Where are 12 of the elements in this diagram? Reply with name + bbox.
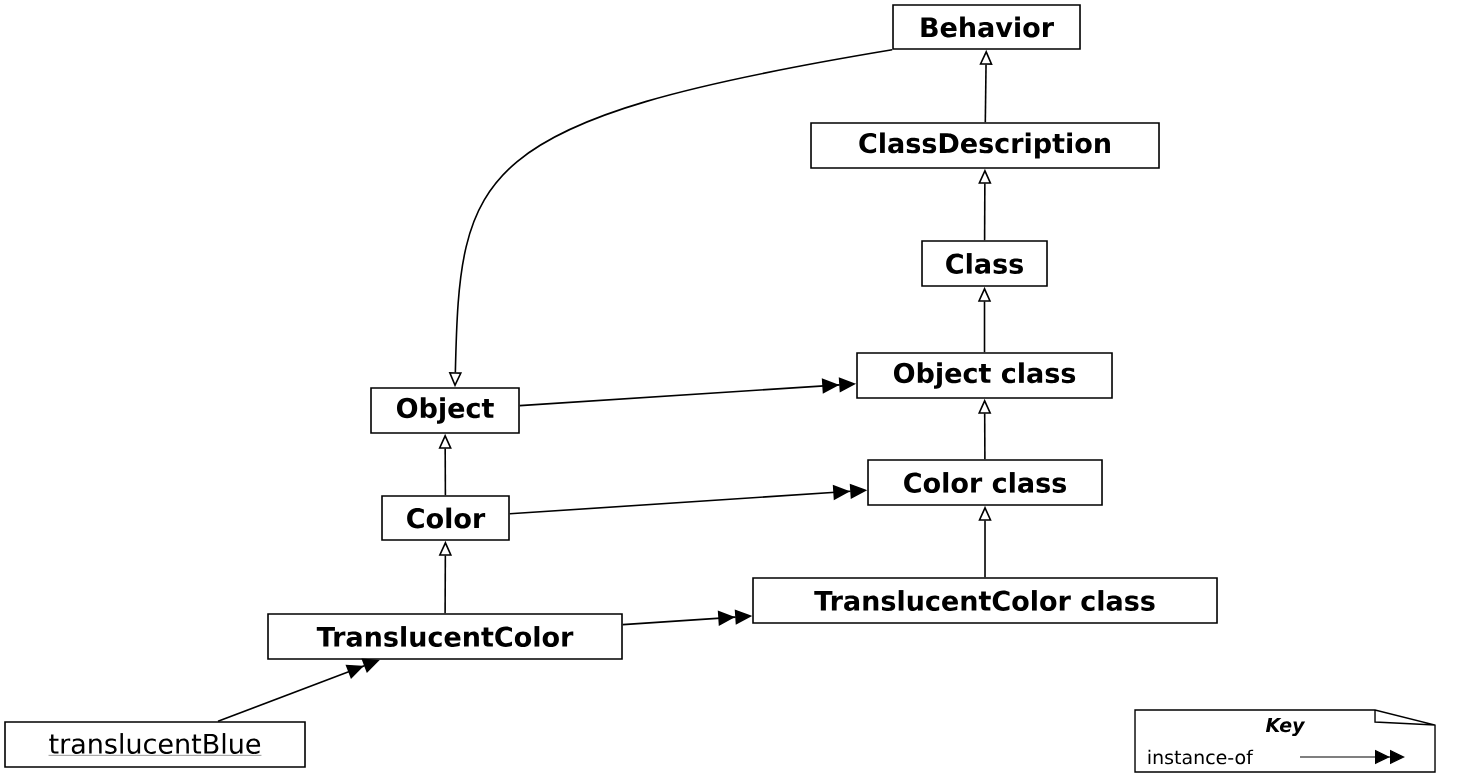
class-box: Behavior xyxy=(892,4,1081,50)
key-title: Key xyxy=(1265,718,1306,736)
class-box: TranslucentColor class xyxy=(752,577,1218,624)
legend-text: instance-of xyxy=(1148,749,1254,765)
class-box: Object xyxy=(370,387,520,434)
class-box: Color xyxy=(381,495,510,541)
class-box: Class xyxy=(921,240,1048,287)
class-box: Color class xyxy=(867,459,1103,506)
class-box: TranslucentColor xyxy=(267,613,623,660)
class-box: ClassDescription xyxy=(810,122,1160,169)
object-box: translucentBlue xyxy=(4,721,306,768)
class-box: Object class xyxy=(856,352,1113,399)
